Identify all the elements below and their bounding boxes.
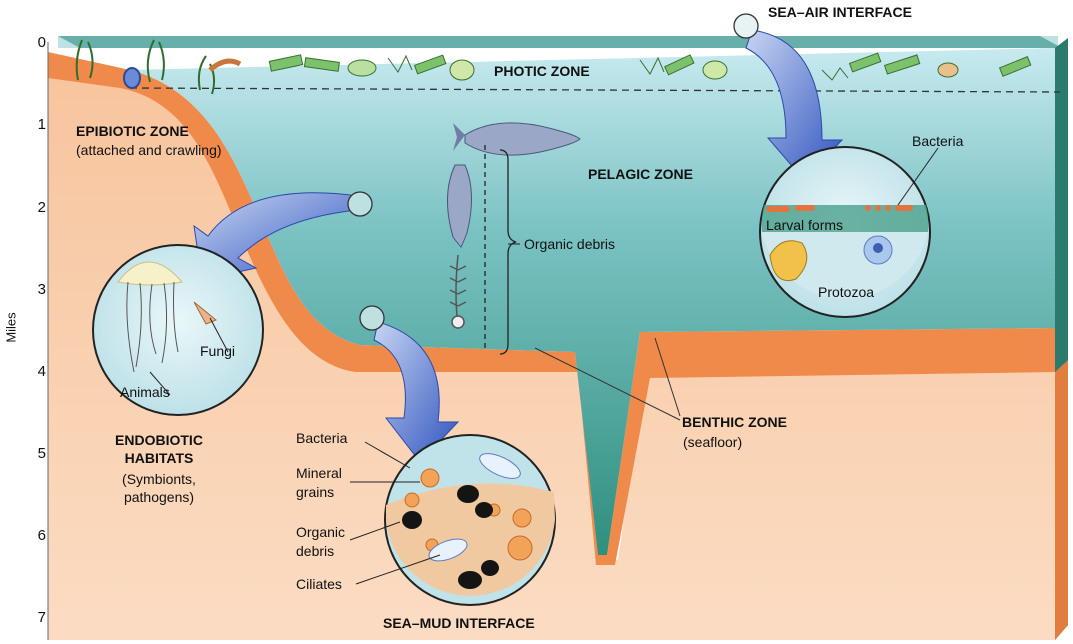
- label-endobiotic-2: HABITATS: [104, 450, 214, 467]
- tick-3: 3: [26, 281, 46, 298]
- label-fungi: Fungi: [200, 343, 235, 360]
- label-pelagic: PELAGIC ZONE: [588, 166, 693, 183]
- label-air-bacteria: Bacteria: [912, 133, 963, 150]
- origin-sea-air: [734, 14, 758, 38]
- tick-2: 2: [26, 199, 46, 216]
- inset-endobiotic: [93, 245, 263, 415]
- label-epibiotic-sub: (attached and crawling): [76, 142, 222, 159]
- label-organic-2: debris: [296, 543, 334, 560]
- tick-1: 1: [26, 116, 46, 133]
- origin-sea-mud: [360, 306, 384, 330]
- label-larval-forms: Larval forms: [766, 217, 843, 234]
- label-sea-mud: SEA–MUD INTERFACE: [383, 615, 535, 632]
- inset-sea-mud: [385, 435, 555, 605]
- label-sea-air: SEA–AIR INTERFACE: [768, 4, 912, 21]
- label-photic: PHOTIC ZONE: [494, 63, 590, 80]
- axis-title: Miles: [4, 312, 19, 342]
- label-organic-debris: Organic debris: [524, 236, 615, 253]
- label-endobiotic-sub1: (Symbionts,: [104, 471, 214, 488]
- origin-endobiotic: [348, 192, 372, 216]
- label-ciliates: Ciliates: [296, 576, 342, 593]
- tick-4: 4: [26, 363, 46, 380]
- label-epibiotic: EPIBIOTIC ZONE: [76, 123, 189, 140]
- tick-0: 0: [26, 34, 46, 51]
- label-benthic: BENTHIC ZONE: [682, 414, 787, 431]
- tick-6: 6: [26, 527, 46, 544]
- label-endobiotic-sub2: pathogens): [104, 489, 214, 506]
- tick-7: 7: [26, 609, 46, 626]
- label-benthic-sub: (seafloor): [683, 434, 742, 451]
- label-mud-bacteria: Bacteria: [296, 430, 347, 447]
- label-mineral-1: Mineral: [296, 465, 342, 482]
- label-animals: Animals: [120, 384, 170, 401]
- label-endobiotic-1: ENDOBIOTIC: [104, 432, 214, 449]
- label-organic-1: Organic: [296, 524, 345, 541]
- label-protozoa: Protozoa: [818, 284, 874, 301]
- label-mineral-2: grains: [296, 484, 334, 501]
- tick-5: 5: [26, 445, 46, 462]
